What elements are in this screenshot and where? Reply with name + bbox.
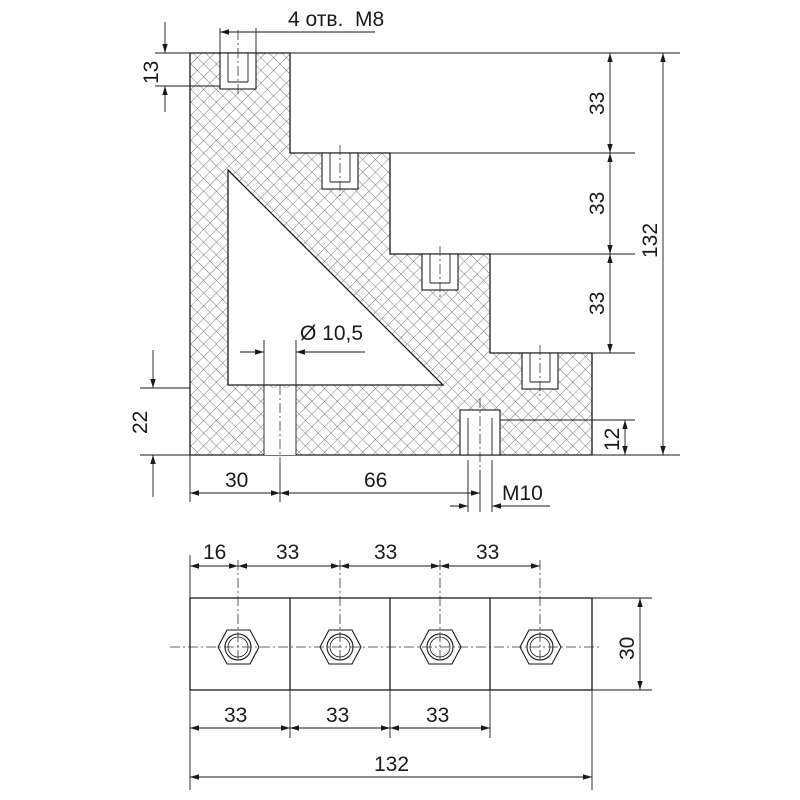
dim-66-label: 66 <box>364 469 387 492</box>
dim-33-top-1: 33 <box>276 541 299 564</box>
diameter-label: Ø 10,5 <box>300 322 363 345</box>
dim-33-bottom-1: 33 <box>224 704 247 727</box>
dim-33-bottom-2: 33 <box>326 704 349 727</box>
thread-m10-label: M10 <box>502 482 543 505</box>
hole-callout-label: 4 отв. M8 <box>288 8 384 31</box>
side-view-dimensions: 4 отв. M8 13 33 33 33 132 12 22 <box>129 8 680 512</box>
dim-30-label: 30 <box>225 469 248 492</box>
side-view-section <box>189 30 593 470</box>
dim-33-top-3: 33 <box>476 541 499 564</box>
dim-30-height-label: 30 <box>616 637 639 660</box>
dim-132-width: 132 <box>374 753 409 776</box>
dim-33-step-2: 33 <box>586 192 609 215</box>
dim-33-top-2: 33 <box>374 541 397 564</box>
dim-12-label: 12 <box>601 428 624 451</box>
dim-33-bottom-3: 33 <box>426 704 449 727</box>
dim-22-label: 22 <box>129 411 152 434</box>
top-view-plan <box>170 560 600 691</box>
top-view-dimensions: 16 33 33 33 30 33 33 33 132 <box>189 541 652 790</box>
dim-33-step-3: 33 <box>586 292 609 315</box>
dim-132-height: 132 <box>639 223 662 258</box>
dim-33-step-1: 33 <box>586 92 609 115</box>
dim-13-label: 13 <box>140 61 163 84</box>
dim-16-label: 16 <box>203 541 226 564</box>
